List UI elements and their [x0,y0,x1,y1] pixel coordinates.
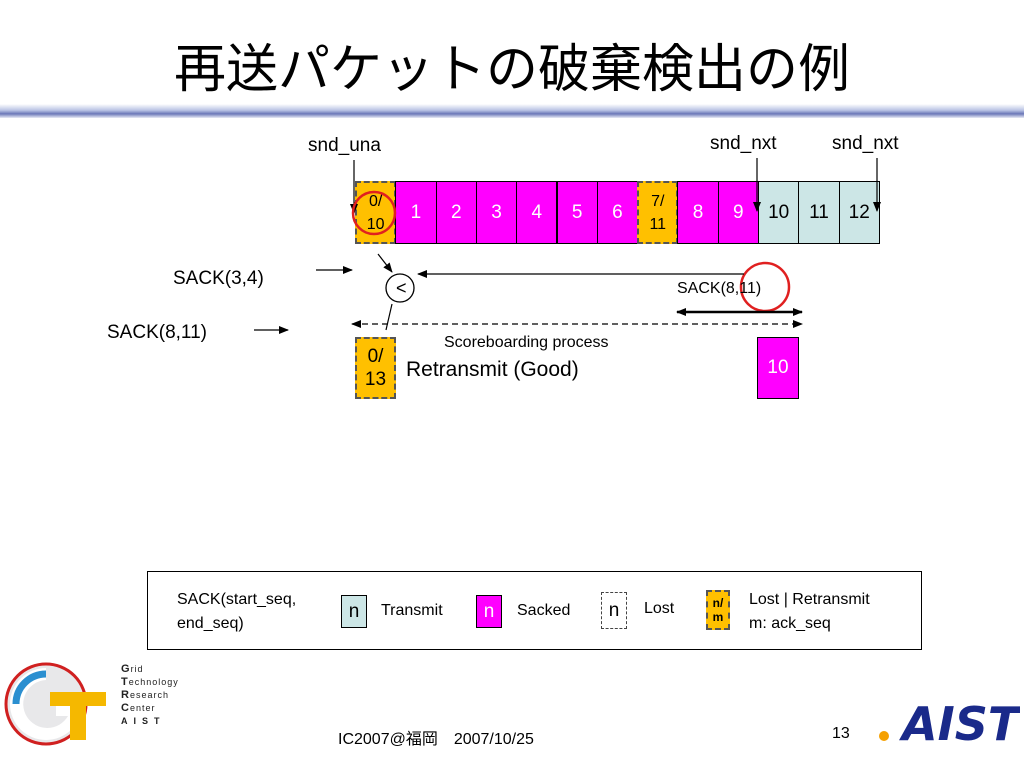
page-number: 13 [832,725,850,742]
legend-sack-format-line1: SACK(start_seq, [177,591,297,608]
seq-cell-8: 7/11 [637,181,679,244]
snd-nxt-label-2: snd_nxt [832,133,899,154]
legend-sack-format-line2: end_seq) [177,615,244,632]
seq-cell-6: 5 [556,181,598,244]
highlight-circle-0-10 [351,190,397,236]
compare-symbol: < [396,278,407,298]
gtrc-line-aist: AIST [121,716,166,726]
compare-input-line [377,253,393,273]
legend-lost-swatch: n [601,592,627,629]
seq-cell-7: 6 [596,181,639,244]
seq-cell-3: 2 [435,181,477,244]
legend-sacked-swatch: n [476,595,502,628]
gtrc-line-technology: Technology [121,676,179,688]
snd-nxt-label-1: snd_nxt [710,133,777,154]
retransmit-box-0-13: 0/13 [355,337,396,399]
footer-text: IC2007@福岡 2007/10/25 [338,731,534,748]
legend-lost-label: Lost [644,600,675,617]
aist-logo-text: AIST [899,697,1020,748]
gtrc-line-center: Center [121,702,156,714]
snd-una-label: snd_una [308,135,381,156]
legend-retransmit-label-line1: Lost | Retransmit [749,591,870,608]
compare-circle [385,273,415,303]
title-underline [0,104,1024,118]
sack-8-11-small-label: SACK(8,11) [677,280,762,297]
aist-logo-icon: AIST [879,697,1020,748]
seq-cell-11: 10 [758,181,800,244]
gtrc-line-grid: Grid [121,663,144,675]
gtrc-wordmark: Grid Technology Research Center AIST [121,663,179,728]
legend-retransmit-swatch: n/m [706,590,730,630]
seq-cell-13: 12 [838,181,880,244]
gtrc-line-research: Research [121,689,169,701]
gtrc-logo-icon [4,662,106,746]
legend-retransmit-label-line2: m: ack_seq [749,615,831,632]
legend-sacked-label: Sacked [517,602,571,619]
sack-8-11-label: SACK(8,11) [107,322,207,343]
retransmit-good-label: Retransmit (Good) [406,358,579,381]
legend-box: SACK(start_seq, end_seq) n Transmit n Sa… [147,571,922,650]
compare-output-line [385,303,393,331]
seq-cell-12: 11 [798,181,840,244]
sacked-box-10: 10 [757,337,799,399]
legend-transmit-swatch: n [341,595,367,628]
slide-title: 再送パケットの破棄検出の例 [173,40,850,100]
legend-transmit-label: Transmit [381,602,443,619]
scoreboarding-label: Scoreboarding process [444,334,609,351]
sack-3-4-label: SACK(3,4) [173,268,264,289]
